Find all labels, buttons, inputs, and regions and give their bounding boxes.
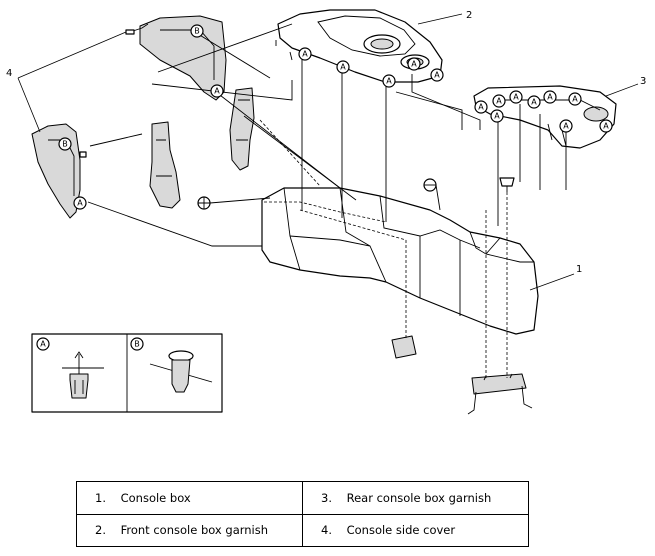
front-console-box-garnish	[275, 9, 443, 83]
clip-bottom	[391, 335, 417, 359]
leader-line-4a	[17, 31, 127, 79]
leader-line-1	[529, 273, 575, 291]
fastener-bubbles: A A A A A A A A A A A A A A B A B A	[58, 24, 613, 210]
svg-text:B: B	[194, 27, 200, 36]
side-bracket-right	[229, 87, 255, 171]
bubble-a: A	[336, 60, 350, 74]
callout-number-1: 1	[576, 264, 582, 275]
legend-cell: 3. Rear console box garnish	[302, 481, 529, 515]
bubble-a: A	[298, 47, 312, 61]
detail-a-label: A	[40, 340, 46, 349]
bubble-a: A	[599, 119, 613, 133]
legend-number: 3.	[321, 490, 332, 505]
bubble-a: A	[543, 90, 557, 104]
svg-text:A: A	[386, 77, 392, 86]
svg-text:A: A	[531, 98, 537, 107]
svg-text:A: A	[563, 122, 569, 131]
detail-view-a: A	[36, 337, 104, 399]
bubble-a: A	[492, 94, 506, 108]
assembly-guide-lines	[87, 23, 567, 378]
svg-text:A: A	[547, 93, 553, 102]
leader-line-3	[605, 83, 639, 97]
bubble-a: A	[474, 100, 488, 114]
console-side-cover-upper	[125, 15, 227, 101]
bubble-a: A	[382, 74, 396, 88]
svg-text:A: A	[302, 50, 308, 59]
svg-text:A: A	[513, 93, 519, 102]
clip-fastener-right	[499, 177, 515, 192]
svg-text:A: A	[496, 97, 502, 106]
svg-text:A: A	[214, 87, 220, 96]
svg-text:B: B	[62, 140, 68, 149]
callout-number-4: 4	[6, 68, 12, 79]
svg-text:A: A	[340, 63, 346, 72]
bubble-b: B	[190, 24, 204, 38]
legend-cell: 4. Console side cover	[302, 513, 529, 547]
legend-table: 1. Console box 3. Rear console box garni…	[76, 481, 529, 547]
callout-number-3: 3	[640, 76, 646, 87]
bubble-a: A	[527, 95, 541, 109]
legend-text: Rear console box garnish	[346, 490, 492, 505]
svg-text:A: A	[411, 60, 417, 69]
legend-row: 2. Front console box garnish 4. Console …	[76, 513, 529, 547]
legend-number: 1.	[95, 490, 106, 505]
legend-text: Console side cover	[346, 523, 456, 538]
svg-text:A: A	[572, 95, 578, 104]
detail-b-label: B	[134, 340, 140, 349]
bubble-a: A	[407, 57, 421, 71]
console-box	[261, 187, 539, 335]
screw-left	[197, 196, 211, 210]
bubble-a: A	[509, 90, 523, 104]
bubble-b: B	[58, 137, 72, 151]
leader-line-2	[417, 13, 463, 25]
screw-center	[423, 178, 437, 192]
svg-text:A: A	[478, 103, 484, 112]
bubble-a: A	[210, 84, 224, 98]
bubble-a: A	[568, 92, 582, 106]
callout-number-2: 2	[466, 10, 472, 21]
legend-number: 2.	[95, 523, 106, 538]
svg-text:A: A	[494, 112, 500, 121]
exploded-parts-diagram: 2 3 1 4 A A A A A A A A A A A A A A B A …	[6, 9, 646, 415]
legend-text: Console box	[120, 490, 191, 505]
lower-bracket	[467, 373, 533, 415]
detail-box	[31, 333, 223, 413]
bubble-a: A	[430, 68, 444, 82]
detail-view-b: B	[130, 337, 213, 393]
bubble-a: A	[559, 119, 573, 133]
svg-text:A: A	[434, 71, 440, 80]
bubble-a: A	[73, 196, 87, 210]
legend-text: Front console box garnish	[120, 523, 269, 538]
legend-number: 4.	[321, 523, 332, 538]
legend-cell: 1. Console box	[76, 481, 303, 515]
legend-cell: 2. Front console box garnish	[76, 513, 303, 547]
side-bracket-left	[149, 121, 181, 209]
leader-line-4b	[17, 77, 41, 133]
svg-text:A: A	[603, 122, 609, 131]
legend-row: 1. Console box 3. Rear console box garni…	[76, 481, 529, 515]
bubble-a: A	[490, 109, 504, 123]
svg-text:A: A	[77, 199, 83, 208]
